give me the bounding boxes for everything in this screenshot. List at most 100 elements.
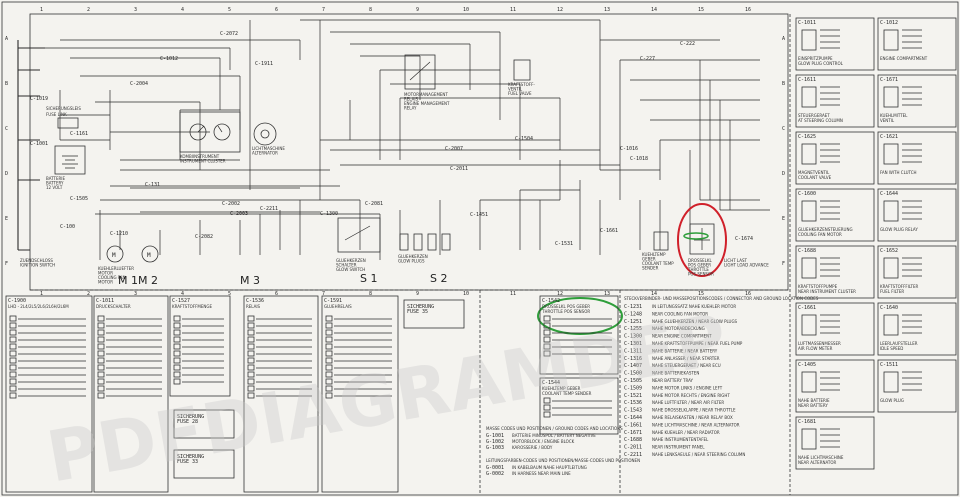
column-number: 13 bbox=[604, 291, 610, 297]
column-number: 12 bbox=[557, 291, 563, 297]
pin bbox=[543, 329, 551, 336]
component-symbols: M M bbox=[54, 54, 727, 335]
pin bbox=[543, 404, 551, 411]
connector-label: C-131 bbox=[145, 182, 160, 188]
connector-shape bbox=[883, 143, 899, 165]
connector-label: C-227 bbox=[640, 56, 655, 62]
connector-pin-diagram bbox=[883, 29, 922, 51]
pin bbox=[247, 364, 255, 371]
column-number: 3 bbox=[134, 7, 137, 13]
connector-box bbox=[877, 245, 957, 299]
connector-pin-diagram bbox=[883, 86, 922, 108]
connector-code: C-1621 bbox=[880, 134, 898, 140]
legend-description: IN KABELBAUM NAHE HAUPTLEITUNG bbox=[512, 465, 587, 470]
location-description: NAHE BATTERIEKASTEN bbox=[652, 371, 699, 376]
connector-code: C-1900 bbox=[8, 298, 26, 304]
connector-code: C-1661 bbox=[798, 305, 816, 311]
connector-box bbox=[877, 74, 957, 128]
svg-text:M: M bbox=[112, 252, 116, 259]
location-code: C-1521 bbox=[624, 393, 642, 399]
location-description: NAHE STEUERGERAET / NEAR ECU bbox=[652, 363, 721, 368]
pin-list bbox=[97, 315, 162, 399]
connector-box bbox=[795, 416, 875, 470]
module-label: M 3 bbox=[240, 274, 260, 287]
legend-title: LEITUNGSFARBEN-CODES UND POSITIONEN/MASS… bbox=[486, 458, 640, 463]
column-number: 13 bbox=[604, 7, 610, 13]
row-letter: E bbox=[782, 216, 785, 222]
connector-shape bbox=[883, 314, 899, 336]
connector-title: RELAIS bbox=[246, 304, 261, 309]
pin bbox=[247, 357, 255, 364]
location-code-table: STECKVERBINDER- UND MASSEPOSITIONSCODES … bbox=[486, 296, 819, 477]
cooling-fan-motor-symbol: M M bbox=[106, 245, 159, 263]
column-number: 12 bbox=[557, 7, 563, 13]
location-description: NAHE MOTORABDECKUNG bbox=[652, 326, 705, 331]
column-number: 3 bbox=[134, 291, 137, 297]
pin bbox=[325, 343, 333, 350]
location-code: C-1509 bbox=[624, 385, 642, 391]
pin bbox=[247, 329, 255, 336]
connector-box bbox=[877, 359, 957, 413]
connector-code: C-1527 bbox=[172, 298, 190, 304]
column-number: 2 bbox=[87, 291, 90, 297]
pin-list bbox=[173, 315, 224, 385]
connector-shape bbox=[883, 371, 899, 393]
connector-box bbox=[321, 295, 399, 493]
pin bbox=[9, 322, 17, 329]
module-label: S 2 bbox=[430, 272, 447, 285]
pin-list bbox=[543, 397, 612, 418]
column-number: 6 bbox=[275, 7, 278, 13]
pin bbox=[325, 385, 333, 392]
row-letter: B bbox=[782, 81, 785, 87]
connector-label: C-1018 bbox=[630, 156, 648, 162]
row-letter: D bbox=[5, 171, 8, 177]
connector-description: GLOW PLUG bbox=[880, 398, 904, 403]
pin bbox=[97, 336, 105, 343]
highlight-throttle-sensor-connector bbox=[537, 297, 623, 335]
column-number: 14 bbox=[651, 291, 657, 297]
connector-code: C-1511 bbox=[880, 362, 898, 368]
pin bbox=[543, 322, 551, 329]
connector-shape bbox=[801, 86, 817, 108]
pin bbox=[247, 378, 255, 385]
connector-label: C-2081 bbox=[365, 201, 383, 207]
location-description: NEAR INSTRUMENT PANEL bbox=[652, 445, 705, 450]
location-code: C-1300 bbox=[624, 334, 642, 340]
pin bbox=[325, 322, 333, 329]
column-number: 6 bbox=[275, 291, 278, 297]
connector-title: GLUEHRELAIS bbox=[324, 304, 352, 309]
connector-pin-diagram bbox=[801, 314, 840, 336]
location-description: NEAR COOLING FAN MOTOR bbox=[652, 311, 708, 316]
connector-code: C-1012 bbox=[880, 20, 898, 26]
pin bbox=[97, 350, 105, 357]
engine-management-relay-symbol bbox=[404, 54, 436, 90]
connector-box bbox=[877, 17, 957, 71]
connector-title: LHD - 2L4/2L5/2L6/2L6H/2L6M bbox=[8, 304, 69, 309]
pin bbox=[173, 329, 181, 336]
pin bbox=[173, 350, 181, 357]
column-number-strip: 1122334455667788991010111112121313141415… bbox=[40, 7, 751, 297]
label-sicherungsleiste: SICHERUNGSLEIS bbox=[46, 106, 81, 111]
connector-code: C-1405 bbox=[798, 362, 816, 368]
module-label: M 1 bbox=[118, 274, 138, 287]
pin bbox=[9, 385, 17, 392]
pin bbox=[325, 329, 333, 336]
instrument-cluster-symbol bbox=[179, 111, 241, 153]
connector-shape bbox=[801, 428, 817, 450]
pin bbox=[173, 371, 181, 378]
column-number: 11 bbox=[510, 7, 516, 13]
pin bbox=[543, 350, 551, 357]
connector-code: C-1625 bbox=[798, 134, 816, 140]
connector-shape bbox=[801, 29, 817, 51]
location-code: C-2011 bbox=[624, 445, 642, 451]
connector-code: C-1536 bbox=[246, 298, 264, 304]
